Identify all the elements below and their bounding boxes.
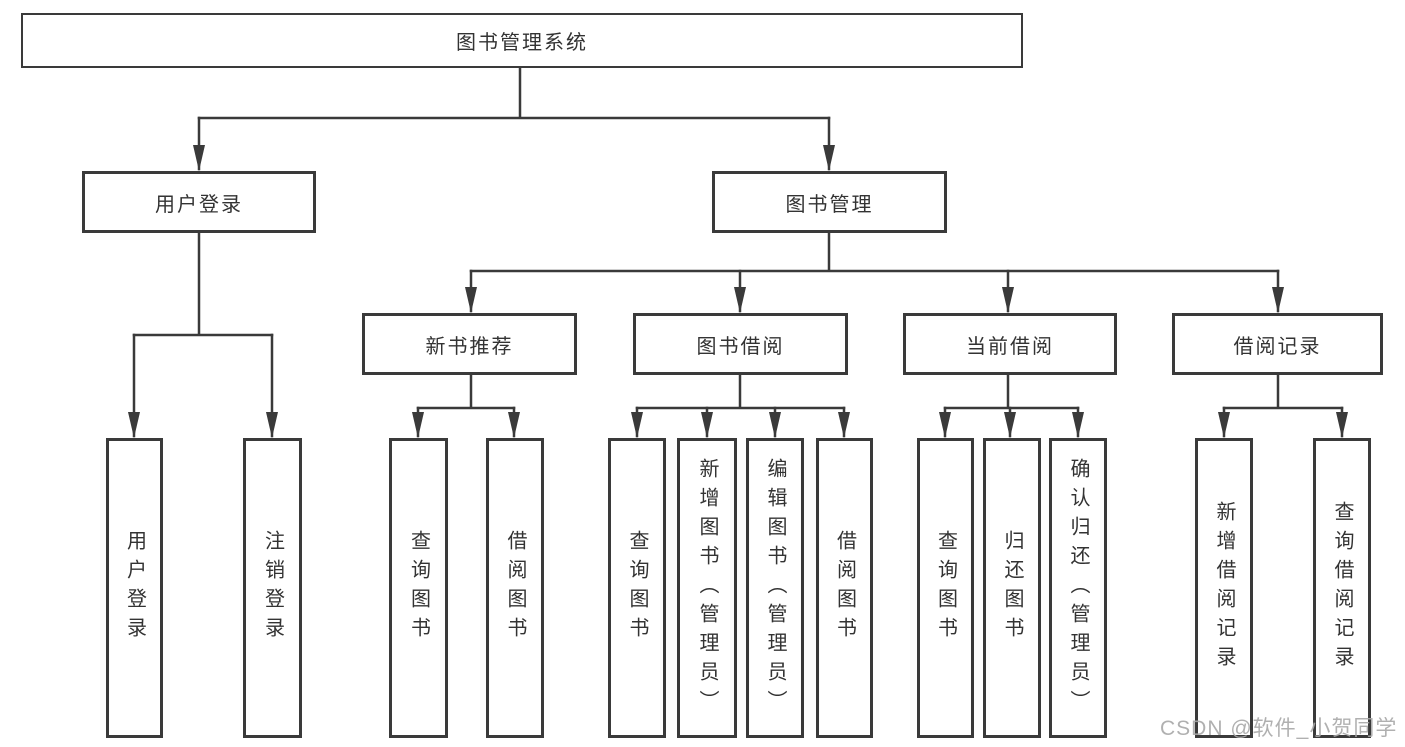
node-leaf-return-books: 归还图书 [983, 438, 1041, 738]
node-book-management-system: 图书管理系统 [21, 13, 1023, 68]
node-current-borrow: 当前借阅 [903, 313, 1117, 375]
node-label: 新增借阅记录 [1213, 501, 1235, 675]
node-book-borrow: 图书借阅 [633, 313, 848, 375]
node-leaf-user-login: 用户登录 [106, 438, 163, 738]
node-leaf-borrow-books-2: 借阅图书 [816, 438, 873, 738]
edge-current-borrow-trunk [943, 373, 1080, 410]
node-new-book-recommend: 新书推荐 [362, 313, 577, 375]
node-label: 查询图书 [934, 530, 957, 646]
watermark: CSDN @软件_小贺同学 [1160, 717, 1398, 740]
node-label: 借阅图书 [504, 530, 526, 646]
node-leaf-add-book-admin: 新增图书（管理员） [677, 438, 737, 738]
edge-new-book-trunk [416, 373, 516, 410]
node-leaf-add-borrow-record: 新增借阅记录 [1195, 438, 1253, 738]
node-borrow-records: 借阅记录 [1172, 313, 1383, 375]
edge-user-login-trunk [132, 231, 274, 337]
node-label: 图书管理系统 [456, 32, 588, 54]
node-label: 图书管理 [785, 193, 874, 216]
node-label: 注销登录 [261, 530, 284, 646]
node-label: 用户登录 [123, 530, 146, 646]
node-label: 图书借阅 [696, 335, 785, 358]
node-label: 查询图书 [407, 530, 430, 646]
edge-book-borrow-trunk [635, 373, 846, 410]
edge-root-trunk [197, 66, 831, 120]
node-leaf-query-books-1: 查询图书 [389, 438, 448, 738]
node-label: 用户登录 [155, 193, 243, 216]
edge-book-management-trunk [469, 231, 1280, 273]
node-label: 新增图书（管理员） [696, 457, 718, 719]
node-label: 确认归还（管理员） [1067, 457, 1089, 719]
node-label: 查询图书 [626, 530, 648, 646]
edge-borrow-records-trunk [1222, 373, 1344, 410]
node-leaf-edit-book-admin: 编辑图书（管理员） [746, 438, 804, 738]
node-leaf-confirm-return-admin: 确认归还（管理员） [1049, 438, 1107, 738]
node-leaf-borrow-books-1: 借阅图书 [486, 438, 544, 738]
node-user-login: 用户登录 [82, 171, 316, 233]
node-label: 编辑图书（管理员） [764, 457, 786, 719]
node-book-management: 图书管理 [712, 171, 947, 233]
node-label: 新书推荐 [425, 335, 514, 358]
node-leaf-query-books-3: 查询图书 [917, 438, 974, 738]
node-leaf-logout: 注销登录 [243, 438, 302, 738]
node-label: 归还图书 [1001, 530, 1023, 646]
node-label: 当前借阅 [966, 335, 1054, 358]
node-label: 借阅图书 [833, 530, 856, 646]
node-leaf-query-borrow-record: 查询借阅记录 [1313, 438, 1371, 738]
node-label: 查询借阅记录 [1331, 501, 1353, 675]
node-label: 借阅记录 [1233, 335, 1322, 358]
node-leaf-query-books-2: 查询图书 [608, 438, 666, 738]
